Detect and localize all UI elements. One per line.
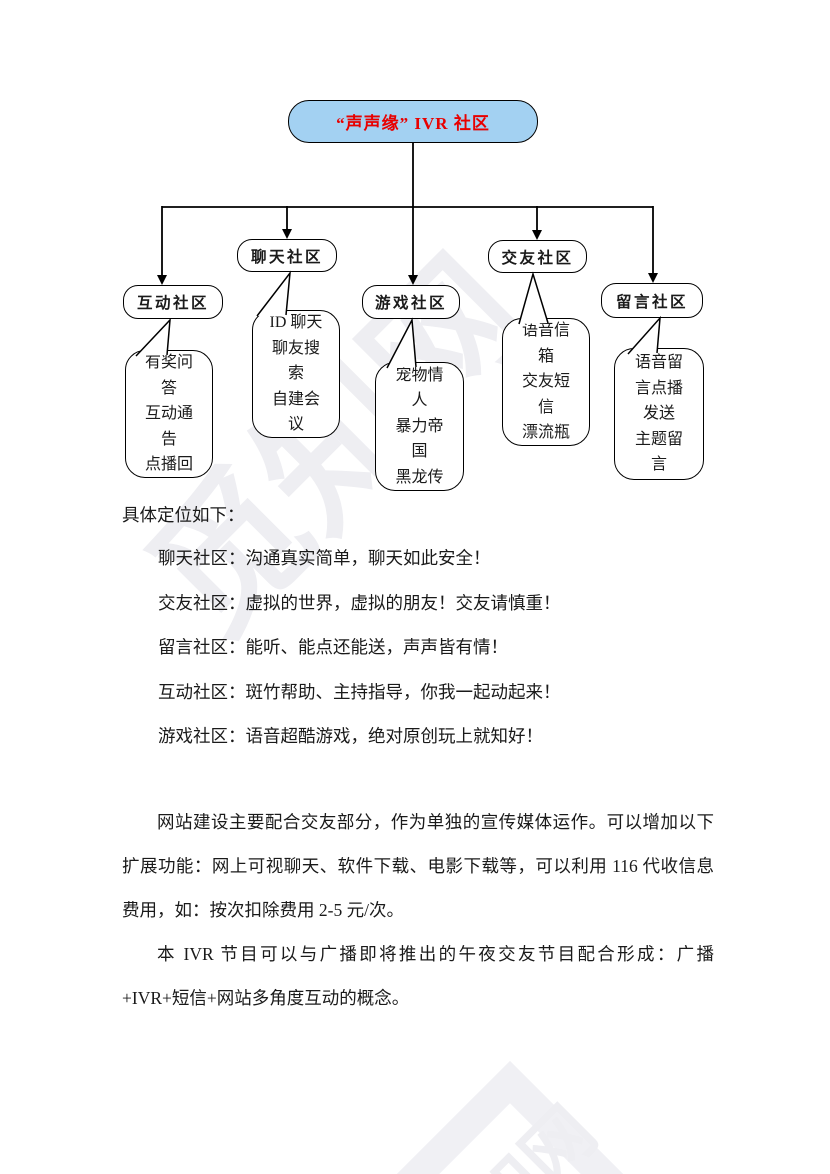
node-label: 互动社区	[136, 295, 209, 312]
node-label: 交友社区	[501, 249, 574, 267]
paragraph: 网站建设主要配合交友部分，作为单独的宣传媒体运作。可以增加以下扩展功能：网上可视…	[122, 812, 714, 920]
bubble-liaotian: ID 聊天 聊友搜 索 自建会 议	[252, 310, 340, 438]
bubble-text: ID 聊天 聊友搜 索 自建会 议	[269, 314, 323, 434]
root-node-label: “声声缘” IVR 社区	[336, 114, 490, 133]
body-paragraphs: 网站建设主要配合交友部分，作为单独的宣传媒体运作。可以增加以下扩展功能：网上可视…	[122, 800, 714, 1020]
positioning-line: 互动社区：斑竹帮助、主持指导，你我一起动起来！	[158, 681, 561, 702]
node-youxi: 游戏社区	[362, 285, 460, 319]
bubble-youxi: 宠物情 人 暴力帝 国 黑龙传	[375, 362, 464, 491]
positioning-list: 聊天社区：沟通真实简单，聊天如此安全！ 交友社区：虚拟的世界，虚拟的朋友！交友请…	[158, 536, 561, 759]
positioning-line: 交友社区：虚拟的世界，虚拟的朋友！交友请慎重！	[158, 592, 561, 613]
positioning-line: 留言社区：能听、能点还能送，声声皆有情！	[158, 637, 508, 657]
node-label: 游戏社区	[374, 295, 447, 312]
watermark-text: 觅知网	[395, 1081, 615, 1174]
bubble-jiaoyou: 语音信 箱 交友短 信 漂流瓶	[502, 318, 590, 446]
intro-heading: 具体定位如下：	[122, 505, 245, 525]
node-jiaoyou: 交友社区	[488, 240, 587, 273]
node-hudong: 互动社区	[123, 285, 223, 319]
bubble-liuyan: 语音留 言点播 发送 主题留 言	[614, 348, 704, 480]
bubble-hudong: 有奖问 答 互动通 告 点播回	[125, 350, 213, 478]
node-label: 留言社区	[615, 293, 688, 311]
paragraph: 本 IVR 节目可以与广播即将推出的午夜交友节目配合形成：广播+IVR+短信+网…	[122, 944, 714, 1008]
node-liaotian: 聊天社区	[237, 239, 337, 272]
positioning-line: 聊天社区：沟通真实简单，聊天如此安全！	[158, 548, 491, 568]
bubble-text: 宠物情 人 暴力帝 国 黑龙传	[395, 366, 444, 486]
node-label: 聊天社区	[250, 248, 323, 266]
bubble-text: 语音留 言点播 发送 主题留 言	[634, 354, 683, 474]
bubble-text: 有奖问 答 互动通 告 点播回	[144, 354, 193, 474]
node-liuyan: 留言社区	[601, 283, 703, 318]
root-node: “声声缘” IVR 社区	[288, 100, 538, 143]
watermark-diamond	[314, 1060, 706, 1174]
bubble-text: 语音信 箱 交友短 信 漂流瓶	[521, 322, 570, 442]
positioning-line: 游戏社区：语音超酷游戏，绝对原创玩上就知好！	[158, 726, 543, 746]
